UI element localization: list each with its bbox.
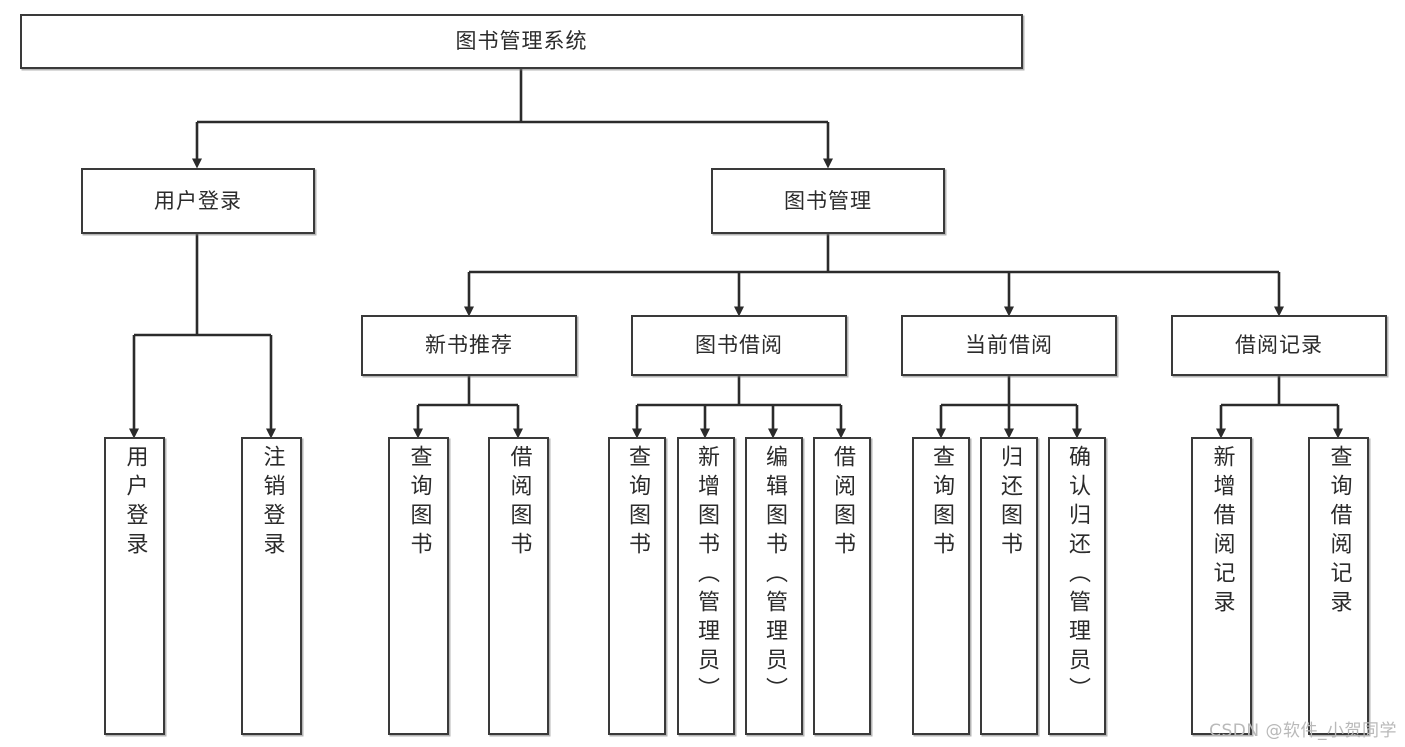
node-borrowing-record[interactable]: 借阅记录 — [1171, 315, 1387, 376]
node-book-borrowing[interactable]: 图书借阅 — [631, 315, 847, 376]
node-label: 用户登录 — [154, 188, 242, 213]
leaf-edit-book-admin[interactable]: 编辑图书（管理员） — [745, 437, 803, 735]
node-book-management[interactable]: 图书管理 — [711, 168, 945, 234]
leaf-user-login[interactable]: 用户登录 — [104, 437, 165, 735]
node-label: 借阅图书 — [506, 445, 532, 561]
node-label: 注销登录 — [259, 445, 285, 561]
leaf-query-borrow-record[interactable]: 查询借阅记录 — [1308, 437, 1369, 735]
node-label: 编辑图书（管理员） — [762, 445, 787, 706]
leaf-borrow-books-rec[interactable]: 借阅图书 — [488, 437, 549, 735]
node-label: 查询图书 — [406, 445, 432, 561]
node-label: 用户登录 — [122, 445, 148, 561]
leaf-return-books[interactable]: 归还图书 — [980, 437, 1038, 735]
node-label: 图书管理系统 — [455, 29, 588, 54]
node-label: 查询借阅记录 — [1326, 445, 1352, 619]
leaf-query-books-rec[interactable]: 查询图书 — [388, 437, 449, 735]
leaf-confirm-return-admin[interactable]: 确认归还（管理员） — [1048, 437, 1106, 735]
leaf-query-books-current[interactable]: 查询图书 — [912, 437, 970, 735]
node-label: 借阅记录 — [1235, 333, 1323, 358]
node-user-login[interactable]: 用户登录 — [81, 168, 315, 234]
node-label: 图书管理 — [784, 188, 872, 213]
leaf-borrow-books[interactable]: 借阅图书 — [813, 437, 871, 735]
leaf-query-books-borrow[interactable]: 查询图书 — [608, 437, 666, 735]
node-label: 确认归还（管理员） — [1065, 445, 1090, 706]
node-current-borrowing[interactable]: 当前借阅 — [901, 315, 1117, 376]
leaf-logout[interactable]: 注销登录 — [241, 437, 302, 735]
node-book-management-system[interactable]: 图书管理系统 — [20, 14, 1023, 69]
leaf-add-book-admin[interactable]: 新增图书（管理员） — [677, 437, 735, 735]
node-new-book-recommendation[interactable]: 新书推荐 — [361, 315, 577, 376]
node-label: 新书推荐 — [425, 333, 513, 358]
node-label: 新增图书（管理员） — [694, 445, 719, 706]
node-label: 查询图书 — [625, 445, 650, 561]
node-label: 图书借阅 — [695, 333, 783, 358]
leaf-add-borrow-record[interactable]: 新增借阅记录 — [1191, 437, 1252, 735]
node-label: 当前借阅 — [965, 333, 1053, 358]
node-label: 归还图书 — [997, 445, 1022, 561]
node-label: 借阅图书 — [830, 445, 855, 561]
node-label: 查询图书 — [929, 445, 954, 561]
node-label: 新增借阅记录 — [1209, 445, 1235, 619]
